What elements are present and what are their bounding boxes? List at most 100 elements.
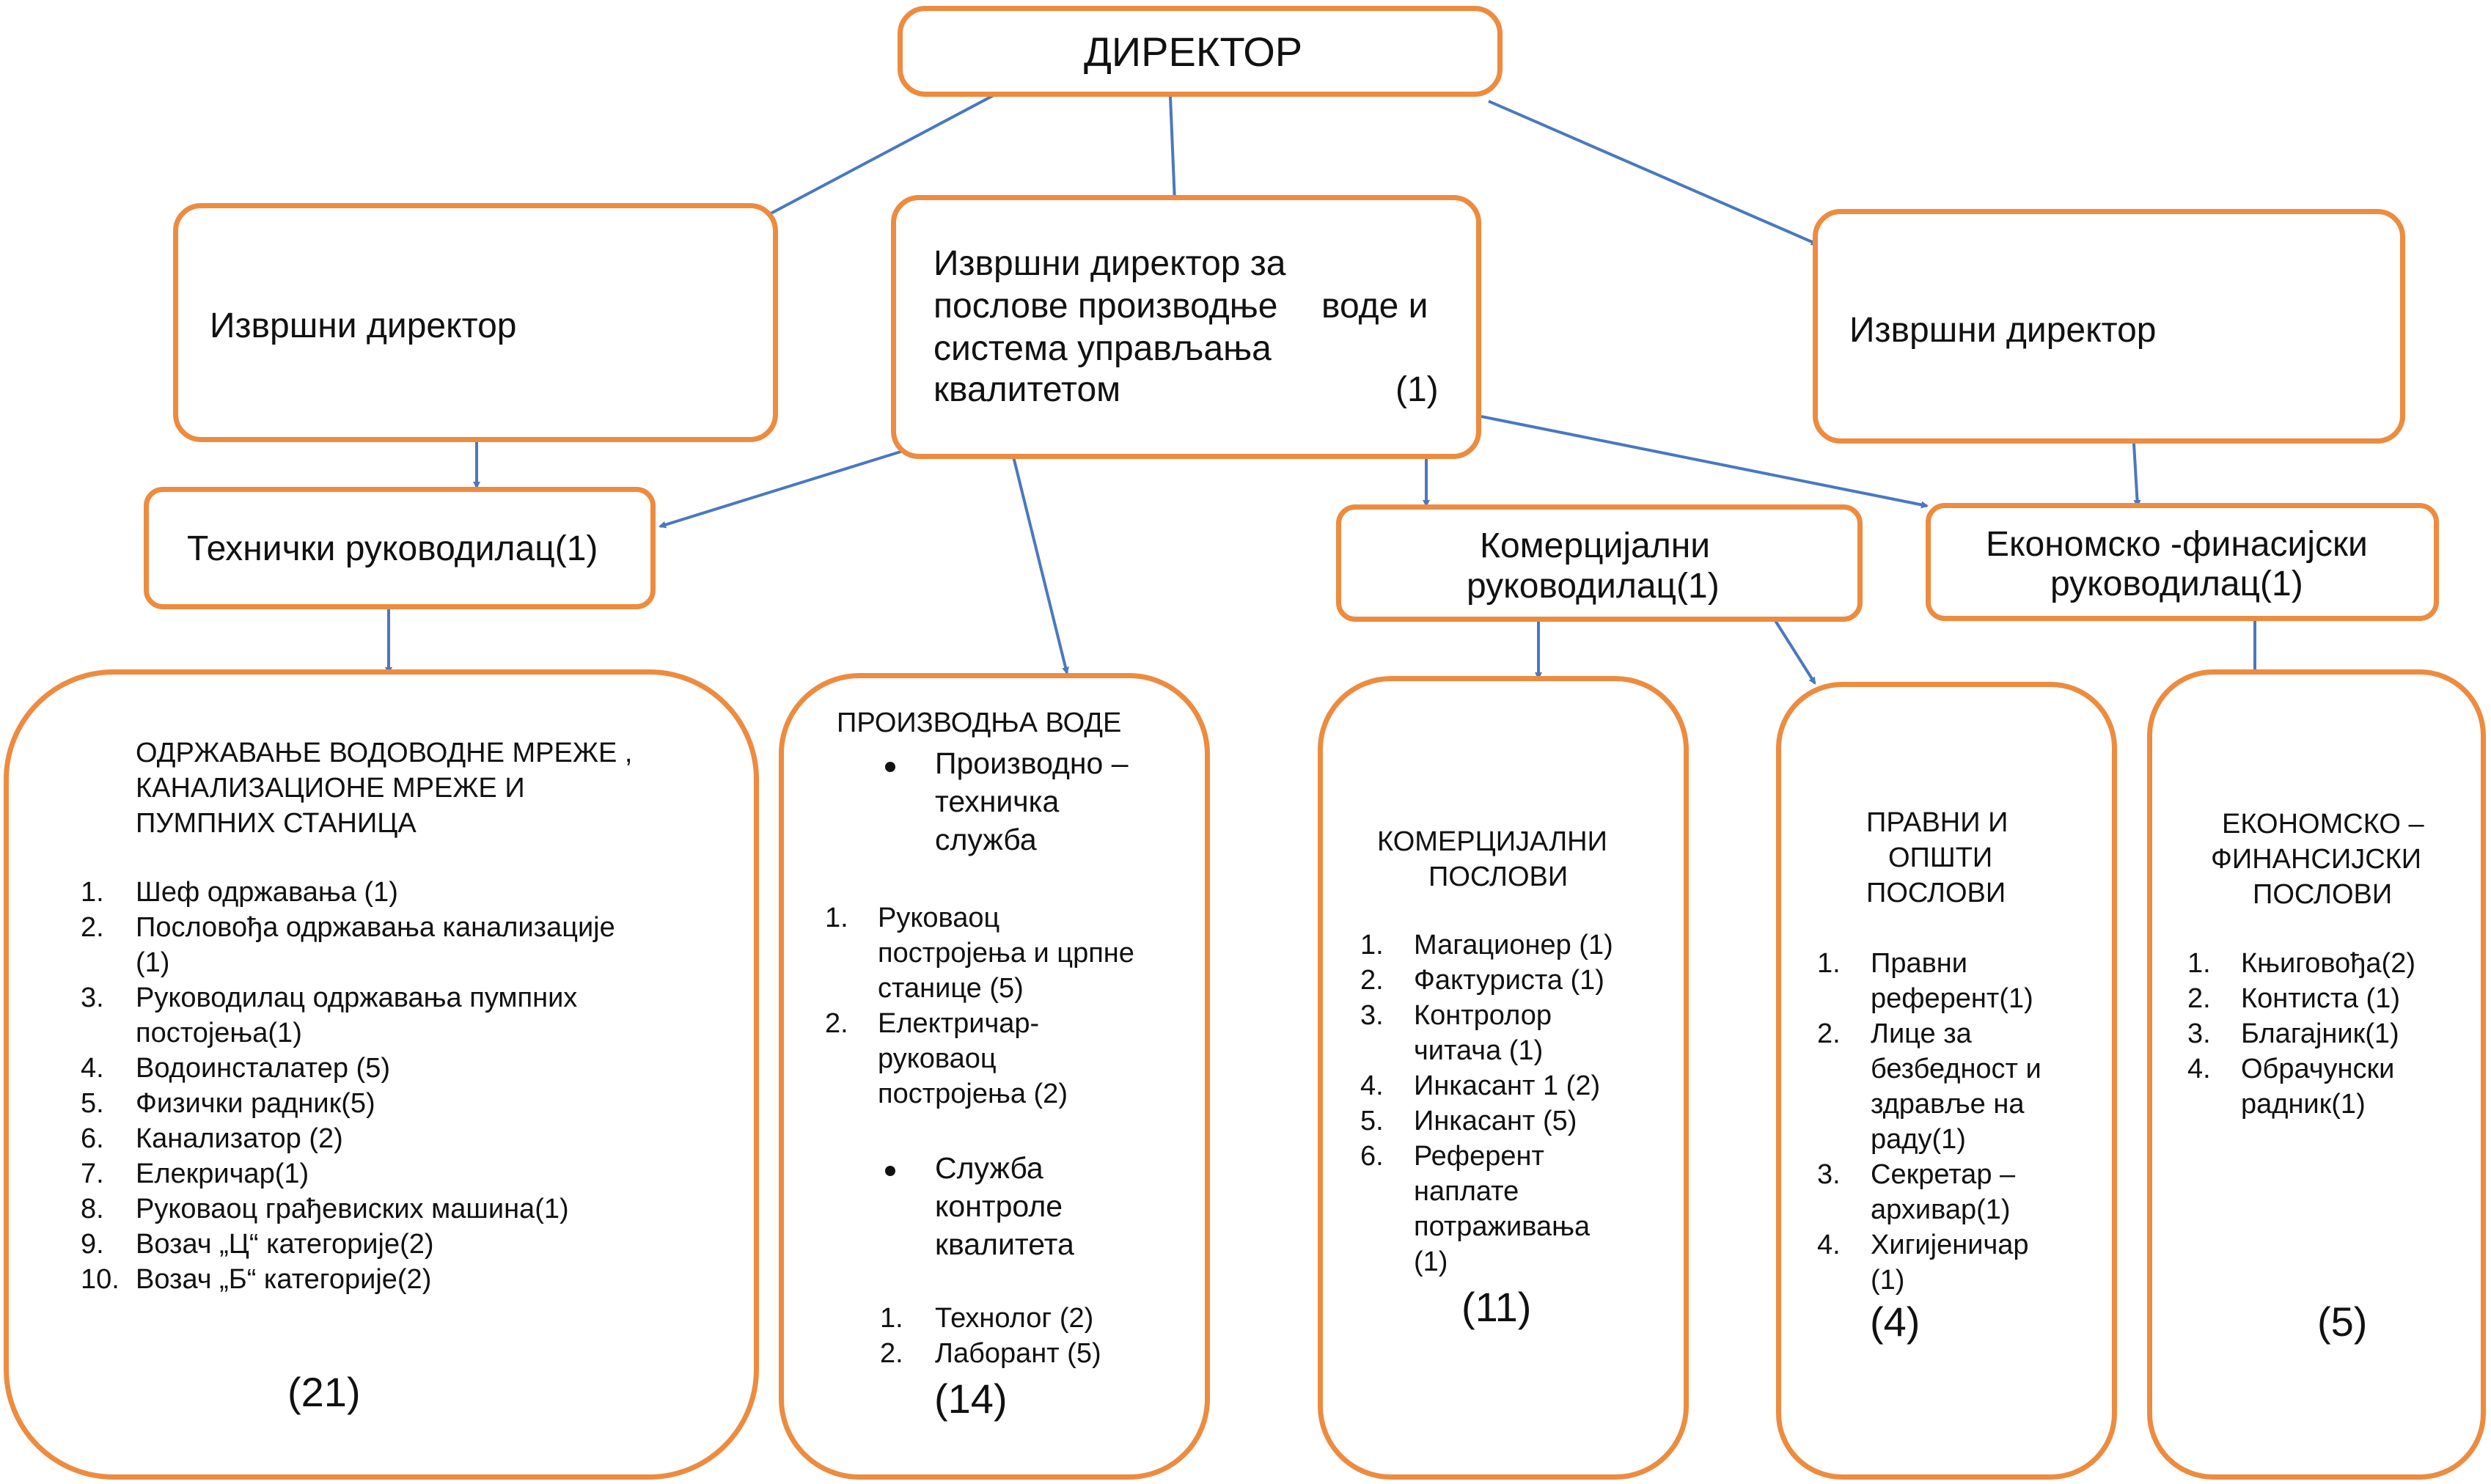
legal-item-number: 2. [1817, 1018, 1841, 1049]
maintenance-item-number: 5. [81, 1088, 104, 1119]
technical-manager-title: Технички руководилац(1) [187, 529, 598, 568]
maintenance-item-number: 6. [81, 1123, 104, 1154]
economic-item-text: Благајник(1) [2241, 1018, 2399, 1049]
maintenance-item-text: (1) [136, 947, 170, 978]
maintenance-item-text: Елекричар(1) [136, 1158, 309, 1189]
legal-total: (4) [1870, 1298, 1920, 1345]
commercial-item-number: 3. [1360, 1000, 1384, 1031]
economic-title-line-3: ПОСЛОВИ [2253, 879, 2393, 910]
maintenance-unit-box [4, 669, 759, 1480]
maintenance-item-text: Канализатор (2) [136, 1123, 343, 1154]
director-box [898, 6, 1503, 97]
exec-left-title: Извршни директор [210, 306, 517, 345]
maintenance-item-text: Возач „Ц“ категорије(2) [136, 1229, 434, 1260]
maintenance-item-text: Руковаоц грађевиских машина(1) [136, 1194, 569, 1224]
production-item-text: Руковаоц [878, 903, 1000, 933]
legal-item-text: референт(1) [1871, 983, 2033, 1014]
exec-center-count: (1) [1395, 370, 1439, 409]
arrow-commercial-to-legal [1773, 618, 1816, 685]
production-item-text: Технолог (2) [935, 1303, 1094, 1334]
economic-item-number: 3. [2187, 1018, 2211, 1049]
legal-title-line-2: ОПШТИ [1888, 842, 1993, 873]
commercial-item-text: наплате [1414, 1176, 1519, 1207]
exec-center-box [891, 195, 1481, 459]
exec-center-line-3: воде и [1321, 287, 1428, 326]
exec-center-line-4: система управљања [933, 329, 1272, 368]
maintenance-item-text: Шеф одржавања (1) [136, 877, 398, 908]
economic-item-text: Контиста (1) [2241, 983, 2400, 1014]
production-service1-line-2: техничка [935, 785, 1060, 818]
commercial-item-number: 2. [1360, 965, 1384, 996]
technical-manager-box [144, 487, 656, 609]
maintenance-item-text: Возач „Б“ категорије(2) [136, 1264, 432, 1295]
maintenance-item-number: 1. [81, 877, 104, 908]
production-item-text: постројења и црпне [878, 938, 1134, 969]
economic-item-text: Књиговођа(2) [2241, 948, 2416, 979]
production-item-text: Електричар- [878, 1008, 1040, 1039]
legal-item-text: (1) [1871, 1265, 1905, 1296]
arrow-director-to-exec-center [1169, 96, 1178, 203]
production-service2-line-1: Служба [935, 1151, 1043, 1185]
production-service1-line-1: Производно – [935, 746, 1129, 780]
legal-item-text: Секретар – [1871, 1159, 2016, 1190]
arrow-exec-center-to-economic [1481, 415, 1929, 509]
arrow-exec-center-to-production [1010, 450, 1069, 675]
exec-right-title: Извршни директор [1849, 311, 2157, 350]
production-service2-line-3: квалитета [935, 1227, 1074, 1261]
economic-unit-box [2147, 669, 2486, 1480]
exec-center-line-5: квалитетом [933, 370, 1121, 409]
legal-item-text: раду(1) [1871, 1124, 1966, 1155]
commercial-manager-line-1: Комерцијални [1480, 526, 1711, 565]
maintenance-item-number: 8. [81, 1194, 104, 1224]
maintenance-item-number: 7. [81, 1158, 104, 1189]
exec-center-line-1: Извршни директор за [933, 244, 1286, 283]
arrow-director-to-exec-left [761, 94, 994, 219]
maintenance-item-text: Руководилац одржавања пумпних [136, 982, 578, 1013]
economic-title-line-2: ФИНАНСИЈСКИ [2211, 844, 2422, 875]
maintenance-title-line-3: ПУМПНИХ СТАНИЦА [136, 808, 417, 839]
maintenance-title-line-2: КАНАЛИЗАЦИОНЕ МРЕЖЕ И [136, 773, 525, 804]
maintenance-title-line-1: ОДРЖАВАЊЕ ВОДОВОДНЕ МРЕЖЕ , [136, 738, 633, 768]
arrow-exec-right-to-economic-manager [2132, 443, 2141, 507]
director-title: ДИРЕКТОР [1084, 29, 1303, 75]
commercial-title-line-2: ПОСЛОВИ [1428, 862, 1569, 892]
economic-manager-line-2: руководилац(1) [2050, 565, 2303, 603]
commercial-item-number: 6. [1360, 1141, 1384, 1172]
economic-manager-box [1926, 503, 2439, 621]
economic-item-text: Обрачунски [2241, 1054, 2395, 1084]
legal-item-text: здравље на [1871, 1089, 2025, 1120]
maintenance-item-text: Водоинсталатер (5) [136, 1053, 390, 1084]
legal-item-text: Правни [1871, 948, 1967, 979]
commercial-item-text: Контролор [1414, 1000, 1552, 1031]
exec-center-line-2: послове производње [933, 287, 1278, 326]
commercial-item-text: Инкасант (5) [1414, 1106, 1577, 1136]
maintenance-item-number: 3. [81, 982, 104, 1013]
production-item-text: постројења (2) [878, 1079, 1068, 1109]
exec-right-box [1813, 209, 2405, 444]
commercial-item-number: 4. [1360, 1070, 1384, 1101]
commercial-manager-box [1336, 504, 1863, 622]
production-item-number: 2. [825, 1008, 848, 1039]
economic-item-text: радник(1) [2241, 1089, 2366, 1120]
exec-left-box [173, 203, 778, 442]
production-item-text: руковаоц [878, 1043, 997, 1074]
production-title: ПРОИЗВОДЊА ВОДЕ [837, 708, 1122, 738]
legal-title-line-1: ПРАВНИ И [1866, 807, 2008, 838]
economic-item-number: 4. [2187, 1054, 2211, 1084]
production-item-number: 1. [880, 1303, 903, 1334]
production-bullet-2 [885, 1166, 895, 1176]
legal-title-line-3: ПОСЛОВИ [1866, 878, 2006, 908]
maintenance-item-text: Физички радник(5) [136, 1088, 375, 1119]
commercial-title-line-1: КОМЕРЦИЈАЛНИ [1377, 826, 1607, 857]
commercial-item-text: (1) [1414, 1246, 1448, 1277]
maintenance-item-number: 4. [81, 1053, 104, 1084]
legal-item-number: 1. [1817, 948, 1841, 979]
production-bullet-1 [885, 762, 895, 772]
production-item-text: Лаборант (5) [935, 1338, 1101, 1369]
maintenance-item-number: 2. [81, 912, 104, 943]
legal-item-text: безбедност и [1871, 1054, 2041, 1084]
commercial-item-number: 1. [1360, 930, 1384, 960]
production-item-number: 1. [825, 903, 848, 933]
